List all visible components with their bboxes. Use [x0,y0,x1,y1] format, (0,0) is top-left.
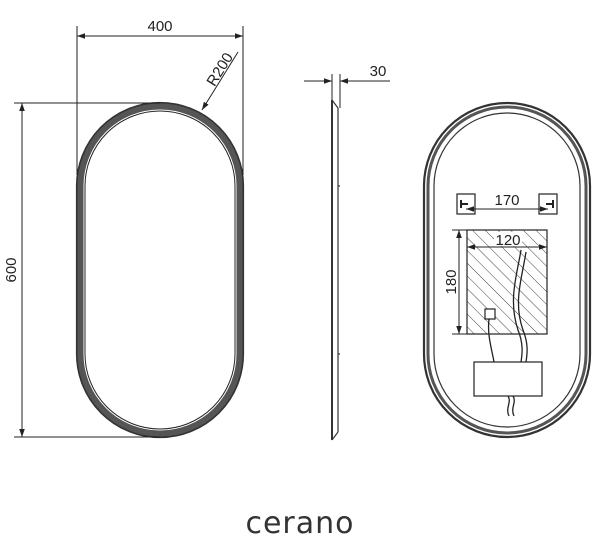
front-mirror-light-band [77,103,243,437]
side-mirror-top-cap [331,99,339,109]
brand-logo-text: cerano [245,506,354,541]
front-mirror-outer [75,101,245,439]
cable-right-b [517,251,528,363]
side-mirror-bottom-cap [331,431,339,441]
width-label: 400 [147,18,172,35]
mounting-bracket-right [538,193,558,215]
mounting-bracket-left [456,193,476,215]
output-cable-a [507,395,510,417]
height-label: 600 [3,257,20,282]
front-view: 400 600 R200 [3,18,245,439]
back-outer-frame [422,101,592,439]
panel-width-label: 120 [495,232,520,249]
output-cable-b [512,395,515,417]
depth-label: 30 [370,63,387,80]
bracket-spacing-label: 170 [494,192,519,209]
radius-label: R200 [203,50,236,89]
back-view: 170 120 180 [422,101,592,439]
panel-height-label: 180 [443,269,460,294]
cable-right-a [512,249,523,363]
back-frame-band [426,105,588,435]
sensor-square [484,308,496,320]
power-supply-box [473,361,543,397]
back-inner-panel [433,112,581,428]
panel-width-label-bg [494,232,522,246]
side-view: 30 [304,63,390,441]
radius-leader [201,51,239,111]
cable-left [487,318,495,363]
front-mirror-inner [84,110,236,430]
